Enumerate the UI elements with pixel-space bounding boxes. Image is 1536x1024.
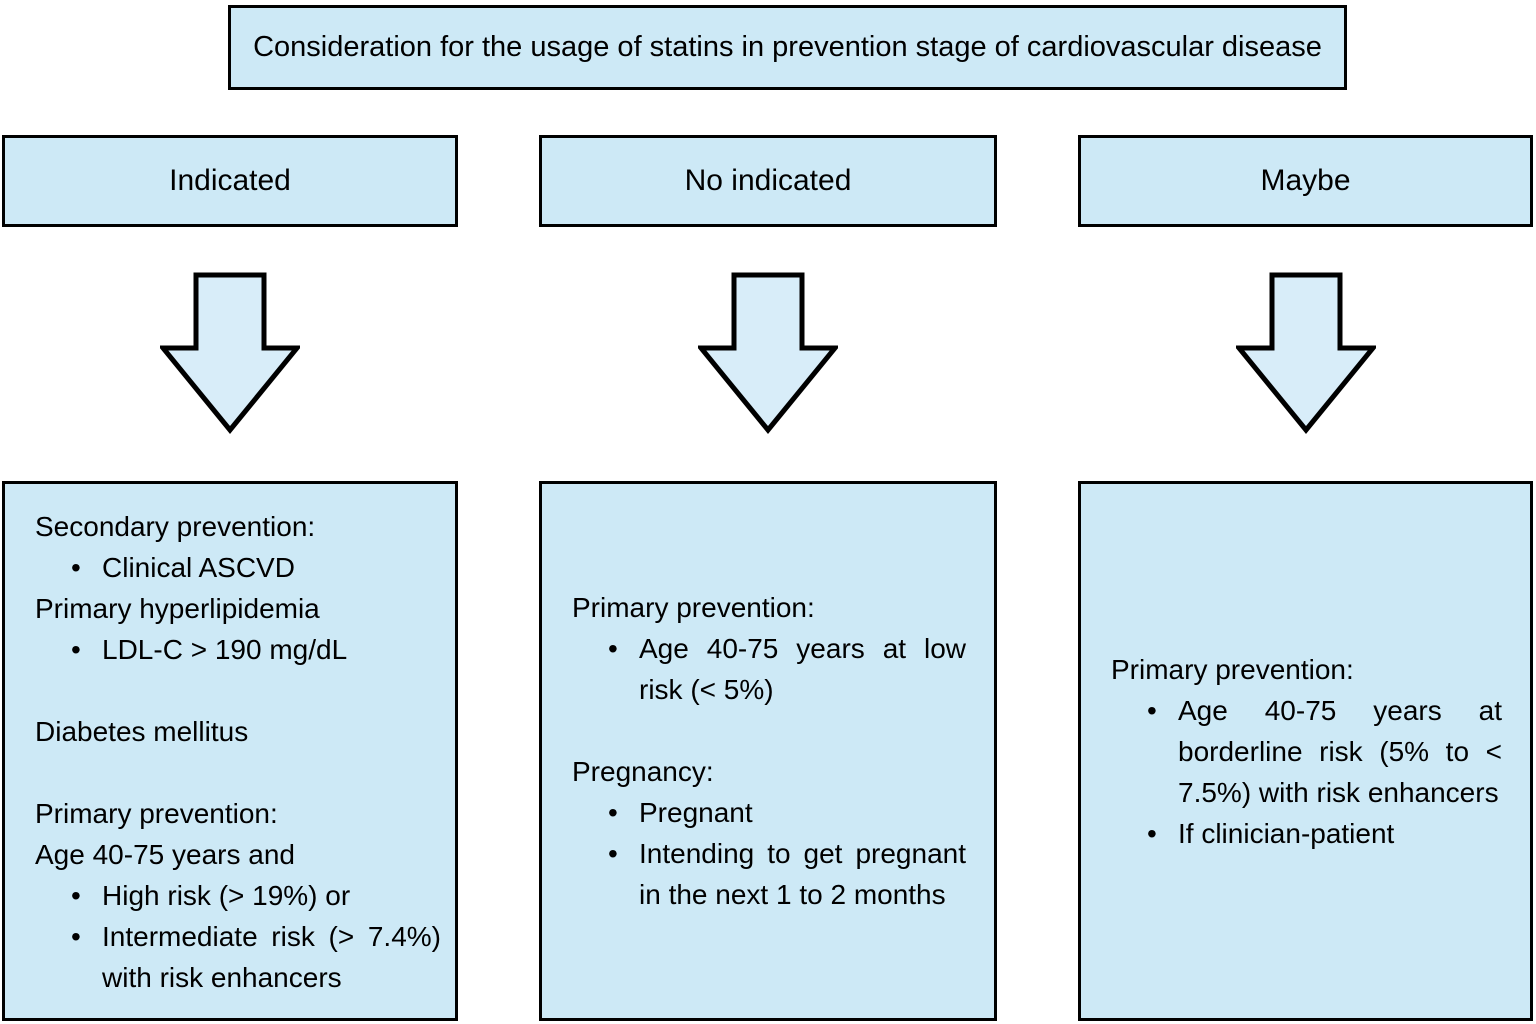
- content-box-maybe: Primary prevention: • Age 40-75 years at b…: [1078, 481, 1533, 1021]
- content-box-no-indicated: Primary prevention: • Age 40-75 years at l…: [539, 481, 997, 1021]
- bullet-item: • Clinical ASCVD: [71, 547, 441, 588]
- bullet-item: • High risk (> 19%) or: [71, 875, 441, 916]
- down-arrow-icon: [698, 272, 838, 434]
- text-line: Primary prevention:: [572, 592, 815, 623]
- bullet-text: Pregnant: [639, 797, 753, 828]
- bullet-marker: •: [71, 921, 81, 952]
- bullet-marker: •: [71, 880, 81, 911]
- bullet-text: Clinical ASCVD: [102, 552, 295, 583]
- bullet-marker: •: [608, 797, 618, 828]
- bullet-item: • Age 40-75 years at low risk (< 5%): [608, 628, 966, 710]
- text-line: Primary prevention:: [35, 798, 278, 829]
- bullet-marker: •: [71, 552, 81, 583]
- bullet-marker: •: [608, 838, 618, 869]
- header-label-no-indicated: No indicated: [684, 164, 852, 197]
- text-line: Diabetes mellitus: [35, 716, 249, 747]
- bullet-item: • Pregnant: [608, 792, 966, 833]
- text-line: Primary prevention:: [1111, 653, 1354, 685]
- header-box-maybe: Maybe: [1078, 135, 1533, 227]
- header-box-no-indicated: No indicated: [539, 135, 997, 227]
- bullet-text: Age 40-75 years at borderline risk (5% t…: [1178, 694, 1502, 808]
- text-line: Age 40-75 years and: [35, 839, 295, 870]
- content-box-indicated: Secondary prevention: • Clinical ASCVD Prim…: [2, 481, 458, 1021]
- header-label-maybe: Maybe: [1260, 164, 1351, 197]
- header-label-indicated: Indicated: [169, 164, 291, 197]
- text-line: Pregnancy:: [572, 756, 714, 787]
- title-box: Consideration for the usage of statins i…: [228, 5, 1347, 90]
- bullet-item: • LDL-C > 190 mg/dL: [71, 629, 441, 670]
- bullet-item: • If clinician-patient: [1147, 813, 1502, 854]
- bullet-text: Intending to get pregnant in the next 1 …: [639, 838, 966, 910]
- bullet-text: Age 40-75 years at low risk (< 5%): [639, 633, 966, 705]
- bullet-text: Intermediate risk (> 7.4%) with risk enh…: [102, 921, 441, 993]
- bullet-text: If clinician-patient: [1178, 817, 1395, 849]
- spacer-line: [35, 752, 441, 793]
- bullet-item: • Intermediate risk (> 7.4%) with risk en…: [71, 916, 441, 998]
- bullet-marker: •: [71, 634, 81, 665]
- title-text: Consideration for the usage of statins i…: [253, 31, 1322, 63]
- bullet-marker: •: [1147, 694, 1157, 726]
- text-line: Primary hyperlipidemia: [35, 593, 320, 624]
- spacer-line: [35, 670, 441, 711]
- bullet-item: • Intending to get pregnant in the next 1…: [608, 833, 966, 915]
- bullet-marker: •: [1147, 817, 1157, 849]
- header-box-indicated: Indicated: [2, 135, 458, 227]
- bullet-item: • Age 40-75 years at borderline risk (5% …: [1147, 690, 1502, 813]
- down-arrow-icon: [160, 272, 300, 434]
- bullet-text: High risk (> 19%) or: [102, 880, 351, 911]
- down-arrow-icon: [1236, 272, 1376, 434]
- spacer-line: [572, 710, 966, 751]
- text-line: Secondary prevention:: [35, 511, 316, 542]
- bullet-text: LDL-C > 190 mg/dL: [102, 634, 348, 665]
- bullet-marker: •: [608, 633, 618, 664]
